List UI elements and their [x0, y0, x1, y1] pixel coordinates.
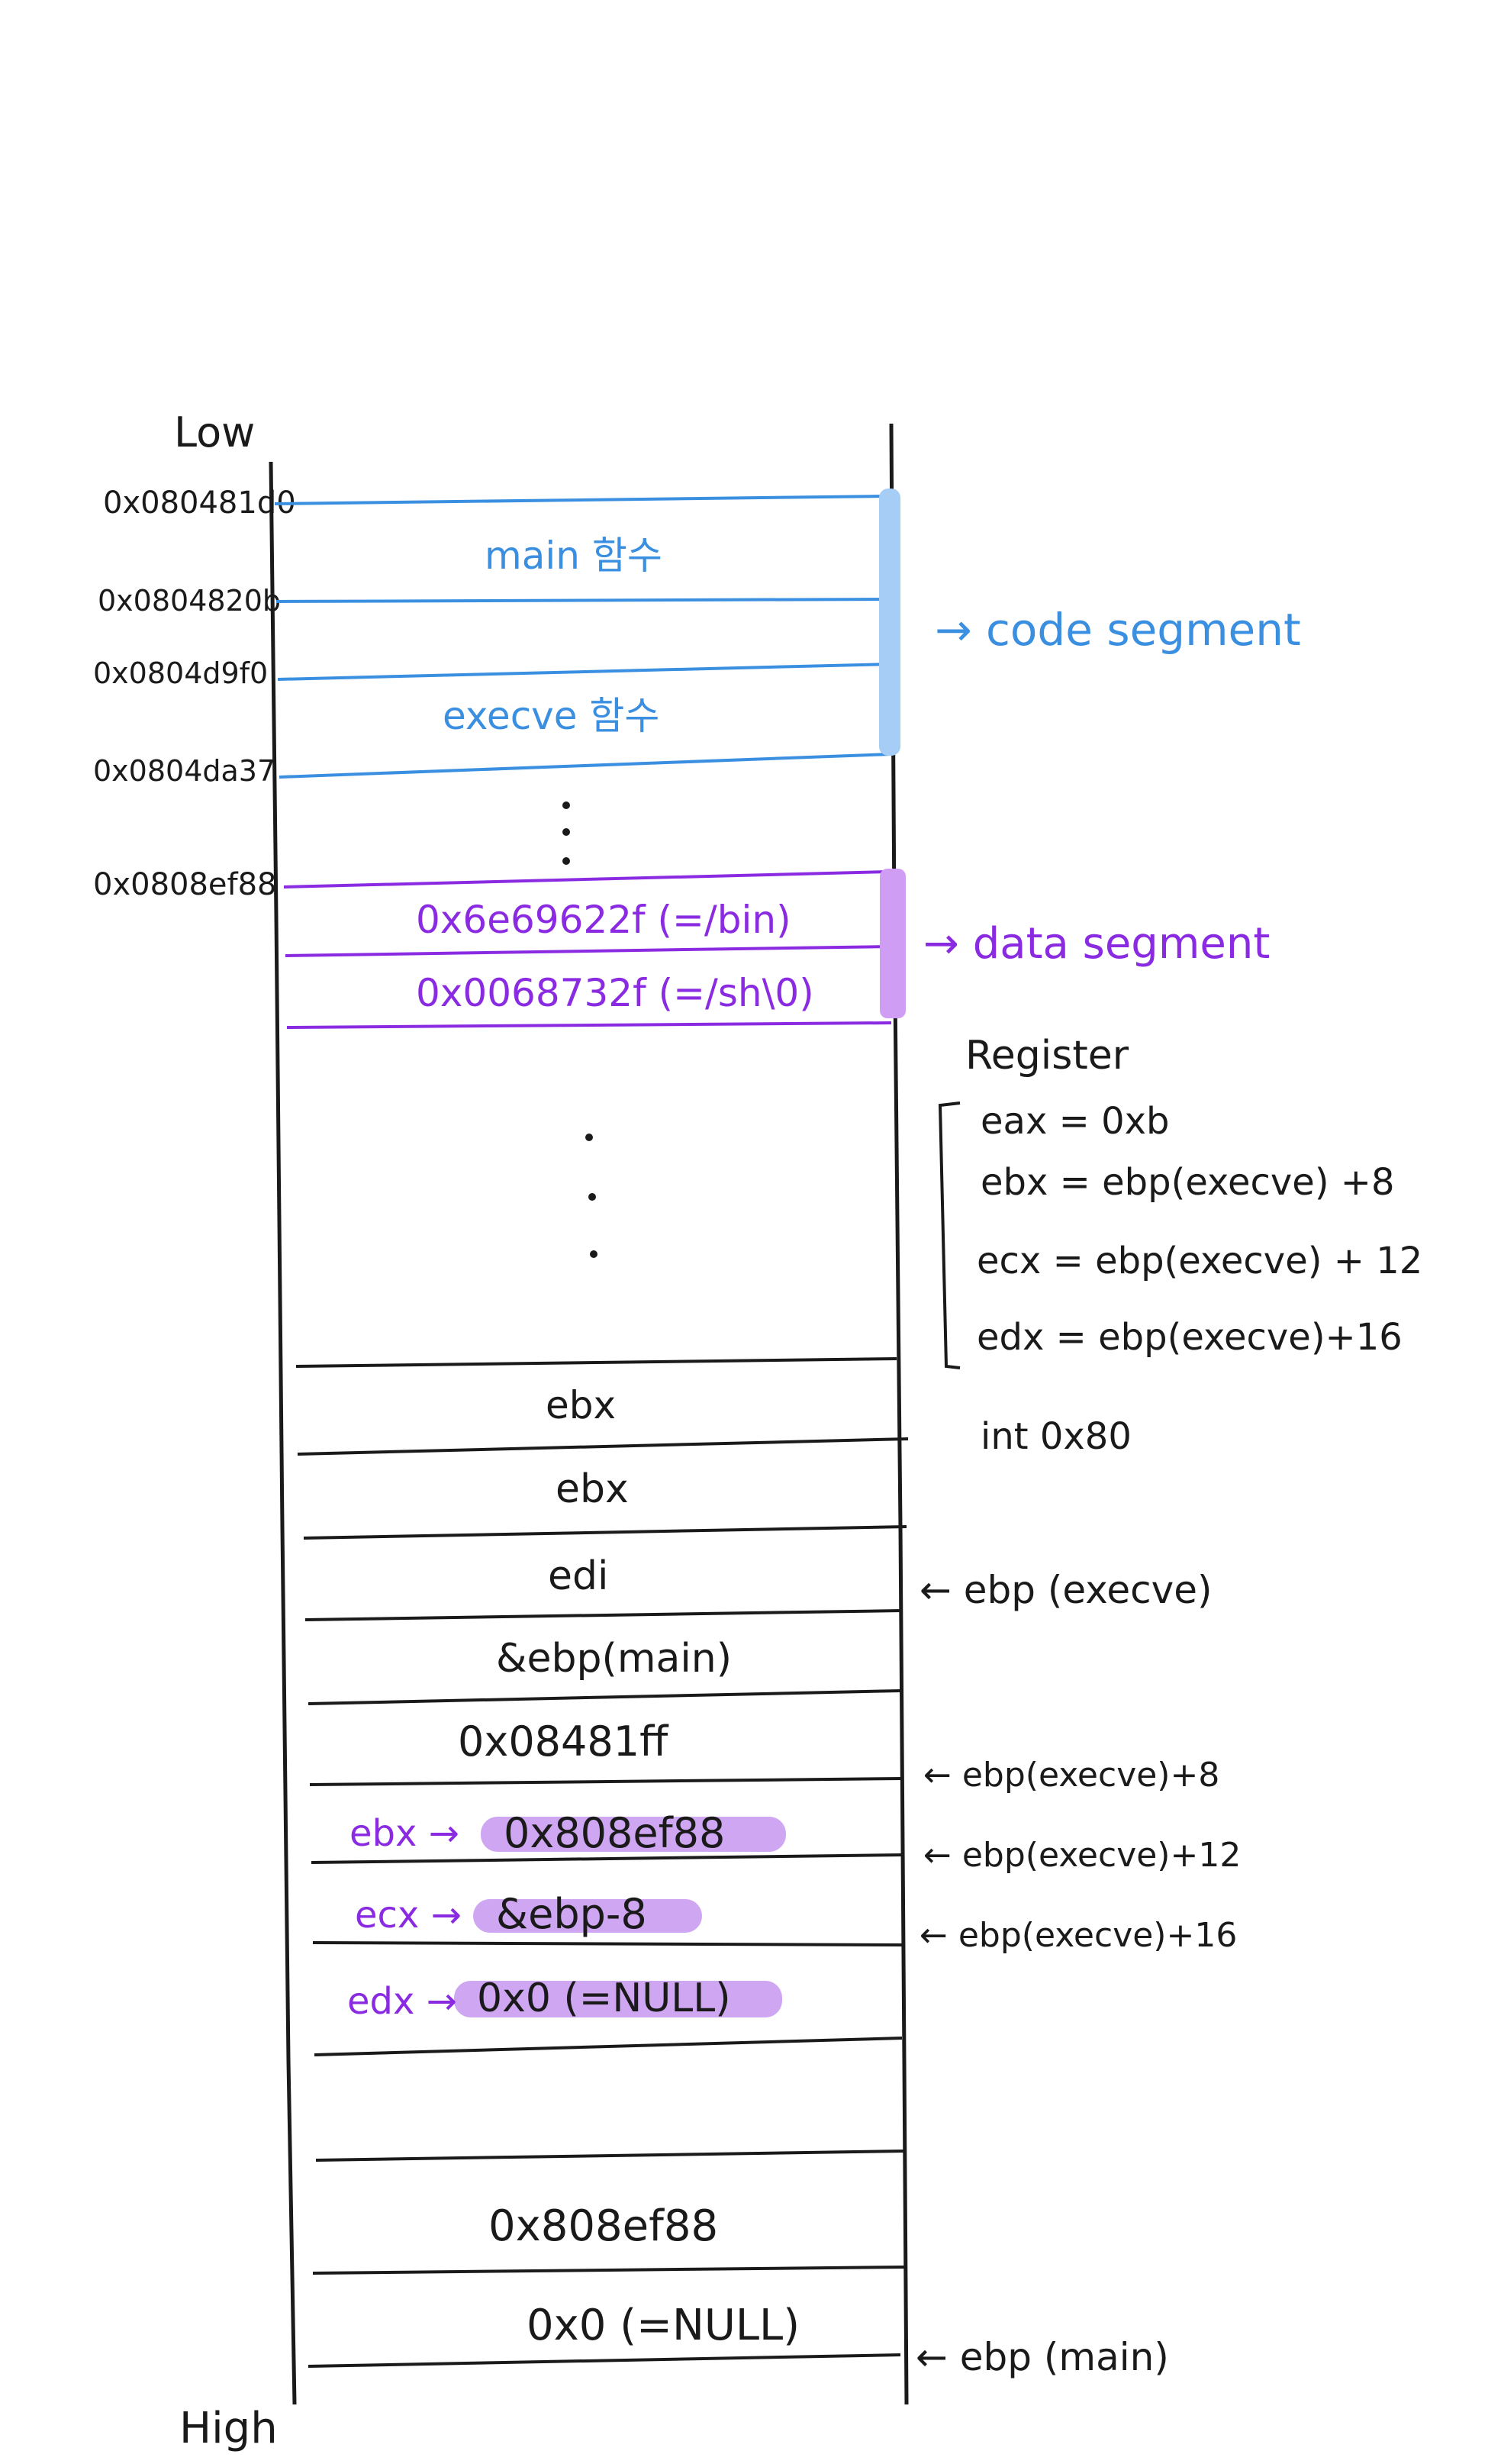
data-segment-lines	[283, 870, 892, 1029]
code-row-main: main 함수	[485, 534, 662, 578]
stack-row: &ebp(main)	[496, 1636, 732, 1682]
stack-row: 0x808ef88	[488, 2201, 718, 2251]
stack-row: ebx	[546, 1383, 616, 1427]
pointer-label: ebx →	[349, 1812, 459, 1855]
address-label: 0x0808ef88	[93, 867, 277, 902]
address-label: 0x0804d9f0	[93, 656, 268, 690]
code-row-execve: execve 함수	[443, 694, 659, 738]
stack-row: 0x0 (=NULL)	[527, 2301, 800, 2350]
stack-row-dividers	[295, 1357, 909, 2368]
register-bracket	[938, 1101, 961, 1369]
ellipsis-dots-2	[585, 1134, 597, 1258]
highlight-bar	[454, 1981, 782, 2017]
highlight-bar	[473, 1899, 702, 1933]
side-note: ← ebp(execve)+16	[920, 1916, 1237, 1955]
ellipsis-dots	[562, 801, 570, 865]
register-title: Register	[965, 1033, 1129, 1079]
side-note: ← ebp (execve)	[920, 1568, 1212, 1612]
register-line: eax = 0xb	[981, 1100, 1170, 1143]
stack-row-value: &ebp-8	[496, 1890, 647, 1938]
address-label: 0x0804820b	[98, 584, 281, 618]
code-segment-bracket	[879, 489, 900, 756]
data-row-bin: 0x6e69622f (=/bin)	[416, 898, 791, 942]
data-segment-label: → data segment	[923, 919, 1270, 969]
side-note: ← ebp(execve)+8	[923, 1756, 1219, 1795]
register-line: ecx = ebp(execve) + 12	[977, 1240, 1422, 1282]
data-row-sh: 0x0068732f (=/sh\0)	[416, 971, 814, 1015]
data-segment-bracket	[880, 869, 906, 1018]
low-label: Low	[174, 408, 255, 456]
side-note: ← ebp (main)	[916, 2335, 1169, 2379]
stack-row: ebx	[556, 1466, 629, 1512]
highlight-bar	[481, 1817, 786, 1852]
register-int-line: int 0x80	[981, 1415, 1132, 1458]
pointer-label: edx →	[347, 1980, 457, 2023]
address-label: 0x0804da37	[93, 754, 275, 788]
register-line: edx = ebp(execve)+16	[977, 1316, 1403, 1359]
stack-left-border	[269, 461, 297, 2405]
side-note: ← ebp(execve)+12	[923, 1836, 1241, 1875]
stack-row-value: 0x808ef88	[504, 1809, 725, 1857]
pointer-label: ecx →	[355, 1894, 462, 1937]
address-label: 0x080481d0	[103, 485, 296, 521]
stack-row: 0x08481ff	[458, 1717, 669, 1766]
stack-row-value: 0x0 (=NULL)	[477, 1975, 731, 2021]
code-segment-lines	[274, 495, 892, 779]
register-line: ebx = ebp(execve) +8	[981, 1161, 1395, 1204]
code-segment-label: → code segment	[935, 604, 1301, 656]
stack-row: edi	[548, 1553, 608, 1599]
high-label: High	[179, 2404, 278, 2453]
